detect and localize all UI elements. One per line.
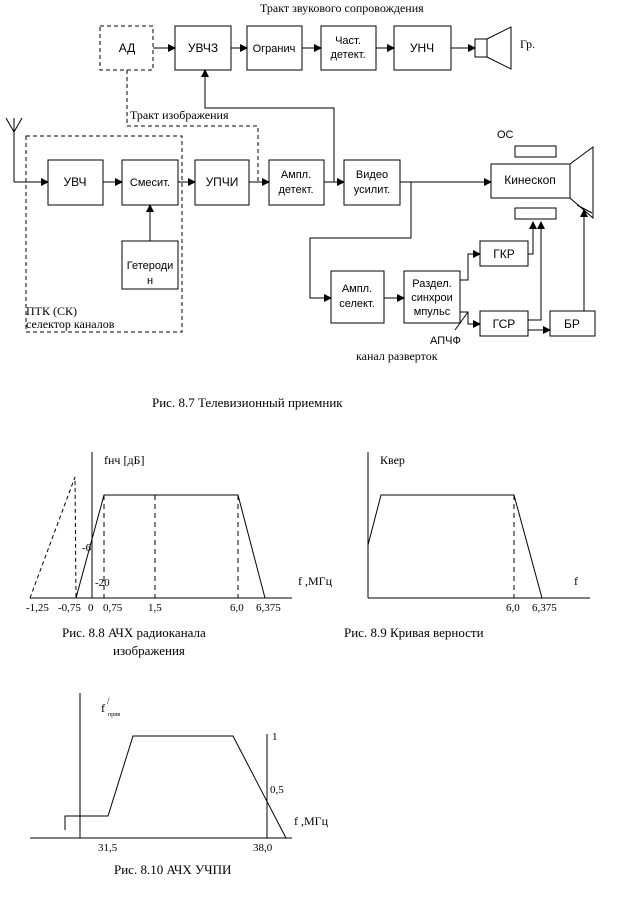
os-label: ОС (497, 129, 514, 141)
block-ampl-label-1: Ампл. (281, 169, 311, 181)
ptk-label-2: селектор каналов (26, 317, 115, 331)
fig88-xtick-6: 6,0 (230, 602, 244, 614)
antenna-icon (5, 117, 23, 182)
fig88-caption-1: Рис. 8.8 АЧХ радиоканала (62, 625, 206, 640)
image-path-label: Тракт изображения (130, 108, 229, 122)
block-br-label: БР (564, 317, 580, 331)
fig88-dashed-triangle (29, 476, 77, 599)
sound-path-label: Тракт звукового сопровождения (260, 1, 424, 15)
block-smesit-label: Смесит. (130, 177, 170, 189)
fig88-xtick-3: 0 (88, 602, 94, 614)
block-uvchz-label: УВЧЗ (188, 41, 218, 55)
fig88-xtick-5: 1,5 (148, 602, 162, 614)
block-kineskop (490, 163, 571, 199)
block-video-label-2: усилит. (354, 184, 390, 196)
fig89-xtick-1: 6,0 (506, 602, 520, 614)
speaker-label: Гр. (520, 37, 535, 51)
block-razdel-label-2: синхрои (411, 292, 453, 304)
fig810-xlabel: f ,МГц (294, 814, 329, 828)
fig810-response-curve (64, 735, 287, 839)
fig-8-8-chart: fнч [дБ] f ,МГц -6 -20 -1,25 -0,75 0 0,7… (26, 452, 333, 658)
block-geterodin-label-2: н (147, 275, 153, 287)
fig810-caption: Рис. 8.10 АЧХ УЧПИ (114, 862, 231, 877)
fig88-tick-minus20: -20 (95, 577, 110, 589)
block-chast-label-1: Част. (335, 35, 361, 47)
block-upchi-label: УПЧИ (206, 175, 239, 189)
block-br (549, 310, 596, 337)
fig88-xtick-7: 6,375 (256, 602, 281, 614)
fig89-ylabel: Квер (380, 453, 405, 467)
block-ampl-label-2: детект. (278, 184, 313, 196)
block-ogranich-label: Огранич (253, 43, 296, 55)
block-gkr-label: ГКР (493, 247, 515, 261)
fig810-tick-05: 0,5 (270, 784, 284, 796)
block-uvch-label: УВЧ (63, 175, 86, 189)
fig-8-9-chart: Квер f 6,0 6,375 Рис. 8.9 Кривая верност… (344, 452, 590, 640)
fig88-xtick-1: -1,25 (26, 602, 49, 614)
fig89-fidelity-curve (367, 494, 543, 599)
block-ad (99, 25, 154, 71)
block-razdel-label-3: мпульс (414, 306, 451, 318)
fig88-ylabel: fнч [дБ] (104, 453, 144, 467)
fig88-xtick-4: 0,75 (103, 602, 123, 614)
scan-channel-label: канал разверток (356, 349, 438, 363)
apchf-label: АПЧФ (430, 335, 461, 347)
fig88-xtick-2: -0,75 (58, 602, 81, 614)
fig88-response-curve (75, 494, 266, 599)
block-ampl-selekt (330, 270, 385, 324)
fig88-caption-2: изображения (113, 643, 185, 658)
fig-8-7-caption: Рис. 8.7 Телевизионный приемник (152, 395, 343, 410)
deflection-coil-bottom (514, 207, 557, 220)
deflection-coil-top (514, 145, 557, 158)
block-kineskop-label: Кинескоп (504, 173, 556, 187)
tv-receiver-block-diagram: Тракт звукового сопровождения АД УВЧЗ Ог… (5, 1, 596, 410)
block-chast-label-2: детект. (330, 49, 365, 61)
block-chast-detekt (320, 25, 377, 71)
block-video-usilit (343, 159, 401, 206)
fig-8-10-chart: f / прив f ,МГц 1 0,5 31,5 38,0 Рис. 8.1… (30, 693, 329, 877)
block-amplsel-label-1: Ампл. (342, 283, 372, 295)
block-amplsel-label-2: селект. (339, 298, 375, 310)
crt-screen-icon (569, 146, 594, 220)
fig88-xlabel: f ,МГц (298, 574, 333, 588)
ptk-selector-frame (25, 135, 183, 333)
block-gsr-label: ГСР (493, 317, 516, 331)
fig89-xtick-2: 6,375 (532, 602, 557, 614)
speaker-icon (474, 26, 512, 70)
block-ampl-detekt (268, 159, 325, 206)
block-geterodin-label-1: Гетероди (127, 260, 174, 272)
fig88-tick-minus6: -6 (82, 542, 92, 554)
fig89-xlabel: f (574, 574, 578, 588)
fig810-ylabel-sub: прив (108, 712, 120, 718)
fig810-xtick-2: 38,0 (253, 842, 273, 854)
ptk-label-1: ПТК (СК) (26, 304, 77, 318)
fig810-xtick-1: 31,5 (98, 842, 118, 854)
block-video-label-1: Видео (356, 169, 388, 181)
block-unch-label: УНЧ (410, 41, 434, 55)
fig810-tick-1: 1 (272, 731, 278, 743)
block-ad-label: АД (119, 41, 136, 55)
fig810-ylabel: f (101, 701, 105, 715)
block-razdel-label-1: Раздел. (412, 278, 451, 290)
fig89-caption: Рис. 8.9 Кривая верности (344, 625, 484, 640)
fig810-ylabel-sup: / (107, 696, 110, 706)
